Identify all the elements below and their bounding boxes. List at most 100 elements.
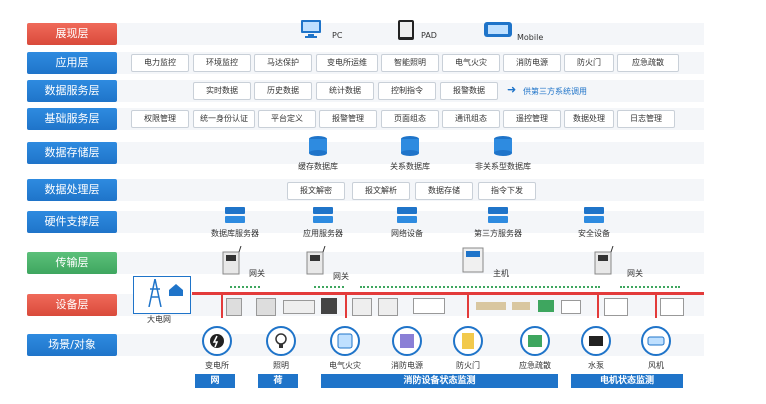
monitor-icon: [300, 19, 322, 39]
third-party-server: 第三方服务器: [463, 206, 533, 239]
security-device: 安全设备: [564, 206, 624, 239]
network-device: 网络设备: [377, 206, 437, 239]
data-service-box: 统计数据: [316, 82, 374, 100]
data-service-box: 控制指令: [378, 82, 436, 100]
layer-label-storage: 数据存储层: [27, 142, 117, 164]
database-icon: [400, 135, 420, 157]
application-server-label: 应用服务器: [293, 228, 353, 239]
security-device-label: 安全设备: [564, 228, 624, 239]
gateway-icon: [305, 246, 327, 276]
processing-box: 报文解密: [287, 182, 345, 200]
scene-pump-label: 水泵: [576, 360, 616, 371]
data-service-box: 报警数据: [440, 82, 498, 100]
scene-pump: 水泵: [576, 326, 616, 371]
comm-line-3: [360, 286, 600, 288]
power-supply-icon: [392, 326, 422, 356]
mobile-label: Mobile: [517, 33, 543, 42]
nosql-database-label: 非关系型数据库: [463, 161, 543, 172]
meter-device: [604, 298, 628, 316]
app-box: 应急疏散: [617, 54, 679, 72]
meter-device: [378, 298, 398, 316]
base-service-box: 平台定义: [258, 110, 316, 128]
data-service-box: 历史数据: [254, 82, 312, 100]
base-service-box: 数据处理: [564, 110, 614, 128]
base-service-box: 遥控管理: [503, 110, 561, 128]
bus-drop-5: [655, 294, 657, 318]
bus-drop-1: [221, 294, 223, 318]
relational-database-label: 关系数据库: [375, 161, 445, 172]
processing-box: 指令下发: [478, 182, 536, 200]
group-grid: 网: [195, 374, 235, 388]
fire-detector-icon: [330, 326, 360, 356]
server-icon: [224, 206, 246, 224]
app-box: 智能照明: [381, 54, 439, 72]
layer-label-presentation: 展现层: [27, 23, 117, 45]
power-bus-line: [192, 292, 704, 295]
database-icon: [493, 135, 513, 157]
pump-icon: [581, 326, 611, 356]
meter-device: [561, 300, 581, 314]
scene-fan-label: 风机: [636, 360, 676, 371]
scene-fire-power: 消防电源: [385, 326, 429, 371]
database-server-label: 数据库服务器: [205, 228, 265, 239]
meter-device: [321, 298, 337, 314]
grid-label: 大电网: [147, 314, 171, 325]
application-server: 应用服务器: [293, 206, 353, 239]
meter-device: [283, 300, 315, 314]
exit-icon: [520, 326, 550, 356]
layer-label-application: 应用层: [27, 52, 117, 74]
light-bulb-icon: [266, 326, 296, 356]
layer-label-base-service: 基础服务层: [27, 108, 117, 130]
scene-lighting-label: 照明: [261, 360, 301, 371]
app-box: 环境监控: [193, 54, 251, 72]
app-box: 电气火灾: [442, 54, 500, 72]
base-service-box: 统一身份认证: [193, 110, 255, 128]
group-fire-monitoring: 消防设备状态监测: [321, 374, 558, 388]
power-tower-icon: [147, 279, 163, 307]
scene-fire-door: 防火门: [446, 326, 490, 371]
meter-device: [476, 302, 506, 310]
arrow-right-icon: ➜: [507, 82, 516, 98]
scene-fan: 风机: [636, 326, 676, 371]
scene-lighting: 照明: [261, 326, 301, 371]
processing-box: 数据存储: [415, 182, 473, 200]
scene-fire-door-label: 防火门: [446, 360, 490, 371]
layer-label-device: 设备层: [27, 294, 117, 316]
scene-substation-label: 变电所: [197, 360, 237, 371]
layer-storage: 数据存储层: [27, 142, 704, 164]
processing-box: 报文解析: [352, 182, 410, 200]
meter-device: [413, 298, 445, 314]
server-icon: [396, 206, 418, 224]
substation-icon: [202, 326, 232, 356]
layer-label-transport: 传输层: [27, 252, 117, 274]
layer-label-hardware: 硬件支撑层: [27, 211, 117, 233]
server-icon: [487, 206, 509, 224]
comm-line-1: [230, 286, 260, 288]
app-box: 消防电源: [503, 54, 561, 72]
database-server: 数据库服务器: [205, 206, 265, 239]
comm-line-2: [314, 286, 344, 288]
bus-drop-3: [467, 294, 469, 318]
host-label: 主机: [493, 268, 509, 279]
gateway-label-2: 网关: [333, 271, 349, 282]
layer-label-data-service: 数据服务层: [27, 80, 117, 102]
tablet-icon: [397, 19, 415, 41]
meter-device: [256, 298, 276, 316]
gateway-icon: [593, 246, 615, 276]
base-service-box: 通讯组态: [442, 110, 500, 128]
relational-database: 关系数据库: [375, 135, 445, 172]
scene-substation: 变电所: [197, 326, 237, 371]
meter-device: [512, 302, 530, 310]
host-icon: [461, 246, 485, 274]
meter-device: [226, 298, 242, 316]
gateway-label-3: 网关: [627, 268, 643, 279]
nosql-database: 非关系型数据库: [463, 135, 543, 172]
base-service-box: 权限管理: [131, 110, 189, 128]
pad-label: PAD: [421, 31, 437, 40]
scene-electrical-fire: 电气火灾: [323, 326, 367, 371]
gateway-icon: [221, 246, 243, 276]
exit-sign-device: [538, 300, 554, 312]
third-party-server-label: 第三方服务器: [463, 228, 533, 239]
mobile-icon: [483, 19, 513, 39]
scene-evacuation-label: 应急疏散: [513, 360, 557, 371]
